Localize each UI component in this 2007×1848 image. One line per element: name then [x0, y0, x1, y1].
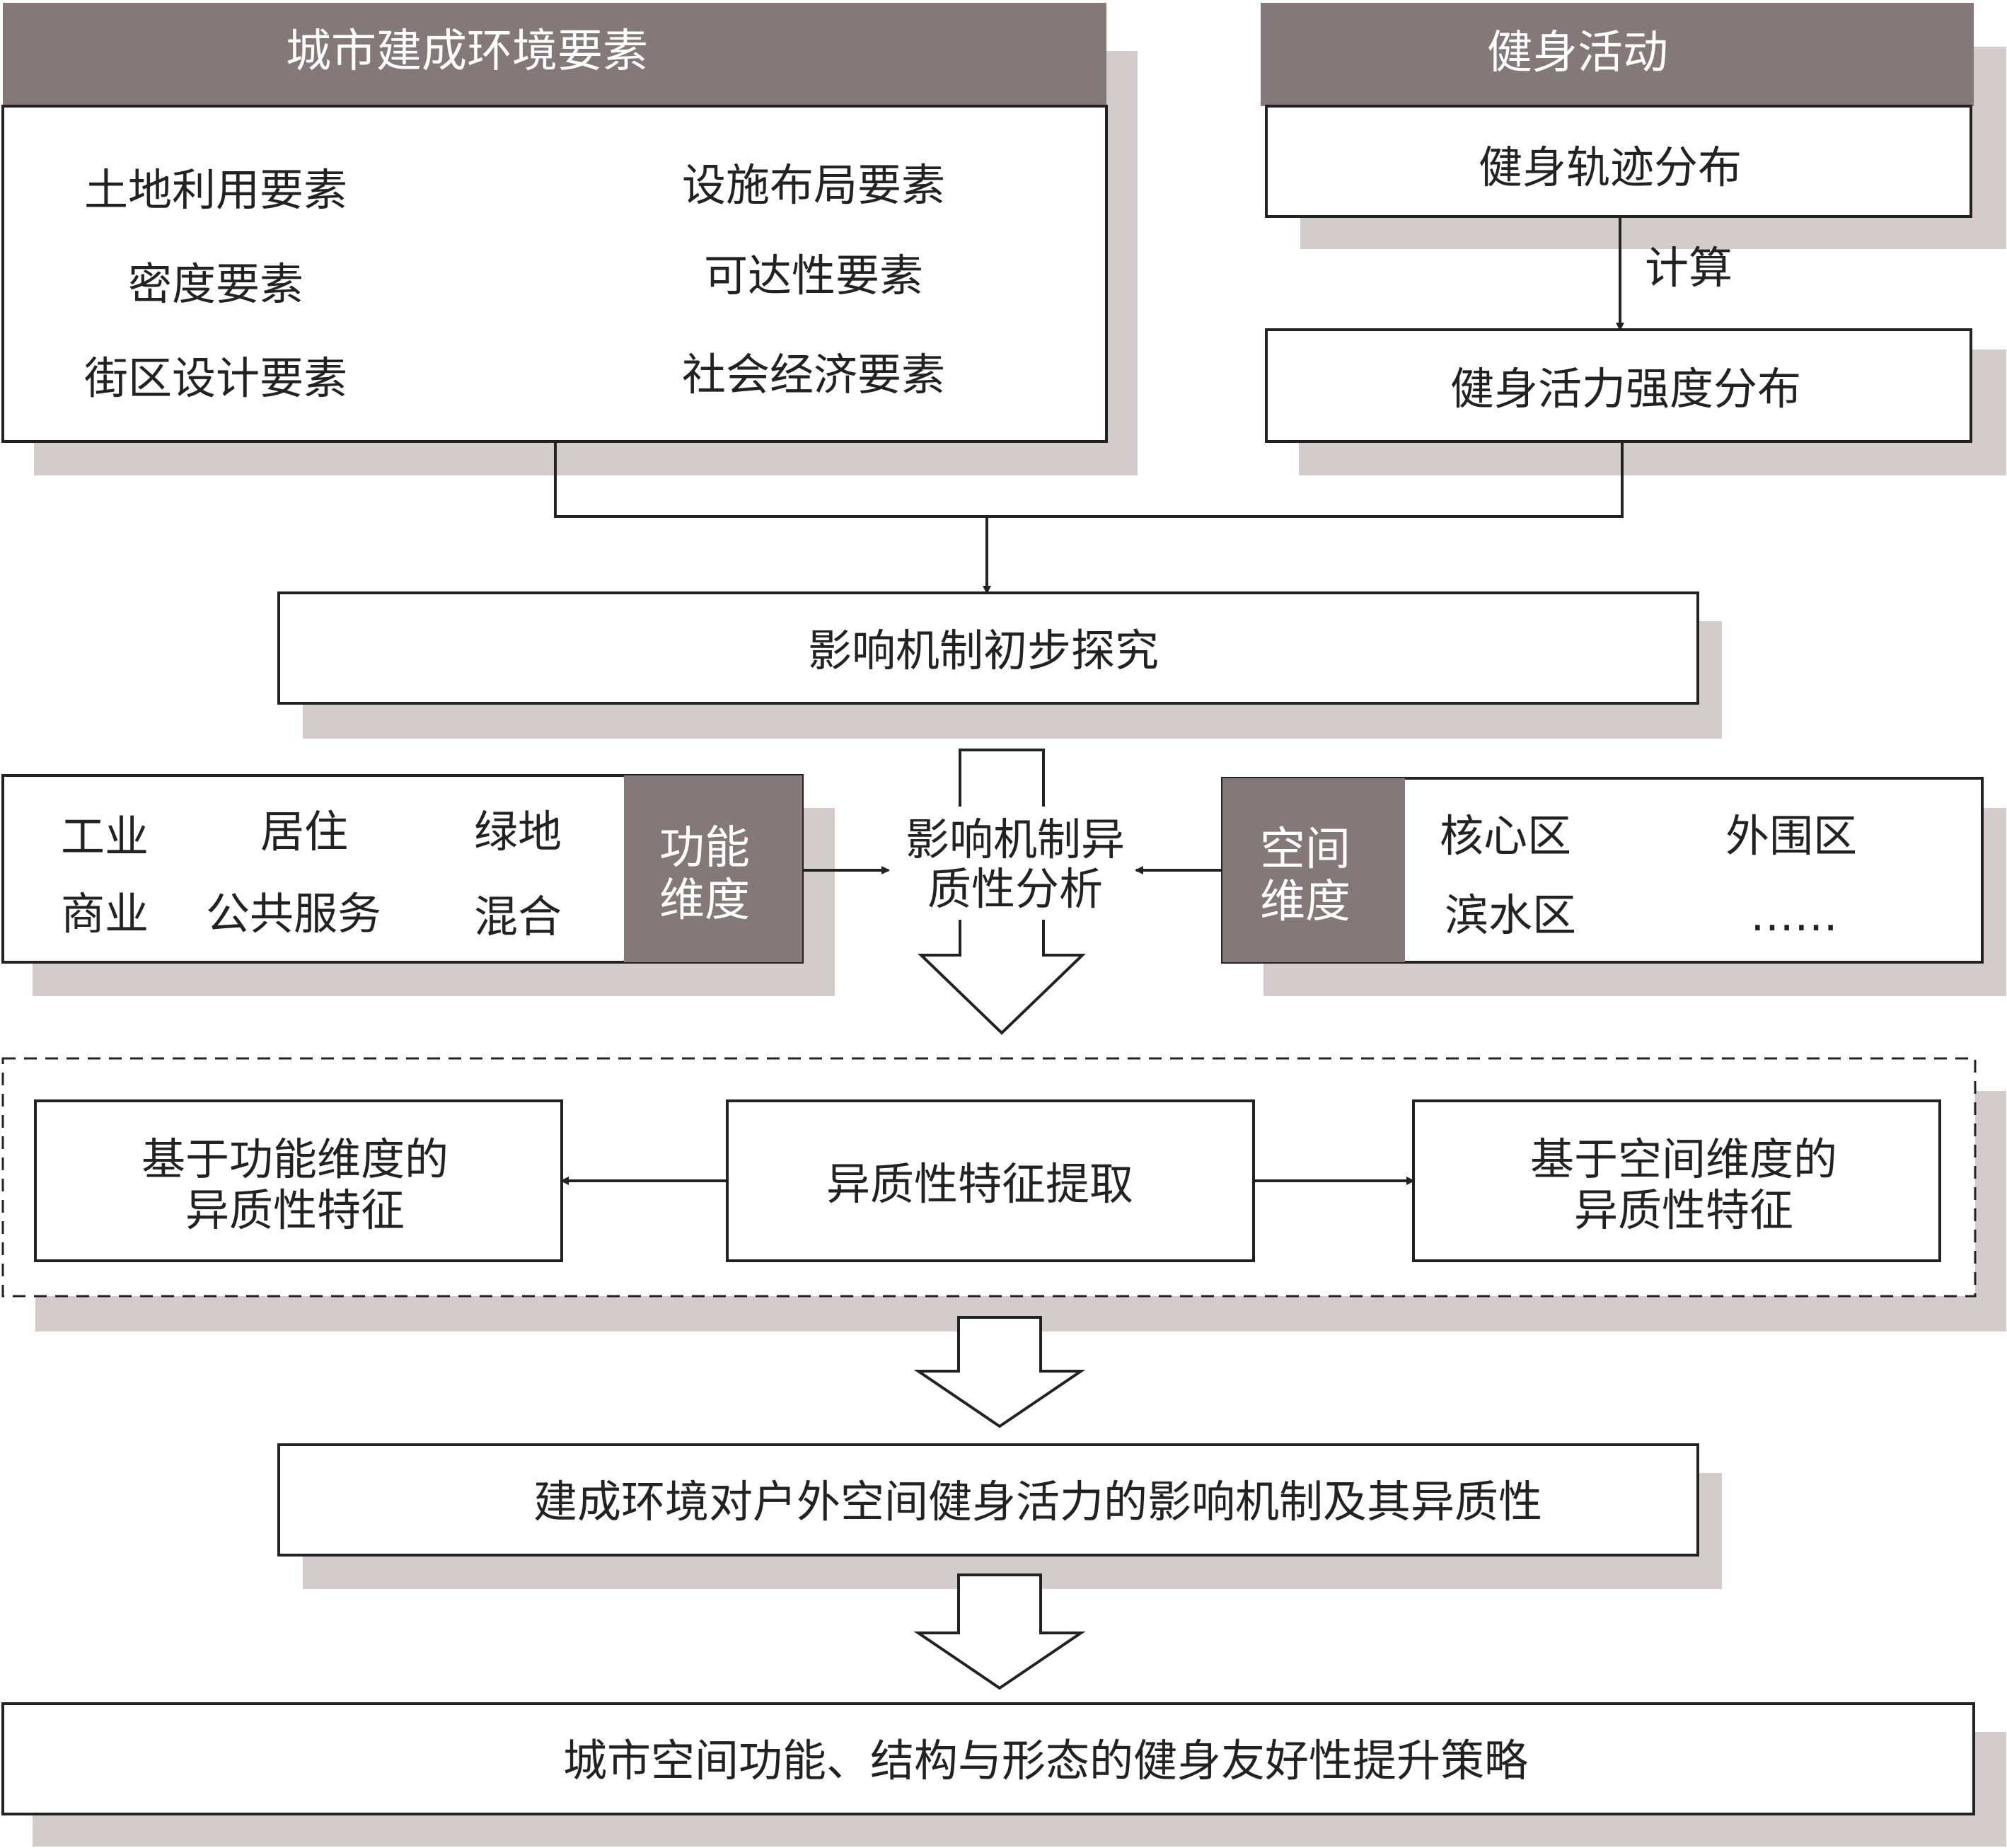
functional-item-industrial: 工业	[61, 811, 149, 862]
heterogeneity-analysis-bg	[891, 807, 1139, 920]
element-block-design: 街区设计要素	[84, 352, 347, 404]
feature-extraction-box	[726, 1099, 1255, 1262]
functional-item-mixed: 混合	[474, 891, 562, 942]
spatial-item-etc: ……	[1750, 889, 1838, 941]
spatial-item-periphery: 外围区	[1725, 810, 1857, 862]
compute-label: 计算	[1645, 242, 1733, 294]
fitness-activity-block: 健身活动 健身轨迹分布 计算 健身活力强度分布	[1261, 3, 2006, 475]
fitness-title: 健身活动	[1487, 27, 1668, 79]
functional-label-bg	[624, 775, 802, 962]
element-facility-layout: 设施布局要素	[682, 159, 945, 211]
built-environment-block: 城市建成环境要素 土地利用要素 设施布局要素 密度要素 可达性要素 街区设计要素…	[1, 3, 1138, 475]
spatial-features-line1: 基于空间维度的	[1530, 1133, 1837, 1185]
functional-item-commercial: 商业	[61, 888, 149, 940]
spatial-dimension-label-line1: 空间	[1260, 824, 1350, 876]
feature-extraction-label: 异质性特征提取	[826, 1158, 1133, 1210]
fitness-trajectory-box	[1265, 105, 1972, 218]
strategy-box	[1, 1702, 1975, 1815]
built-environment-title: 城市建成环境要素	[286, 25, 648, 78]
functional-item-green: 绿地	[474, 806, 562, 857]
functional-features-line2: 异质性特征	[185, 1184, 405, 1236]
preliminary-label: 影响机制初步探究	[808, 625, 1159, 676]
functional-item-residential: 居住	[260, 806, 348, 857]
functional-dimension-block: 工业 居住 绿地 商业 公共服务 混合 功能 维度	[1, 774, 835, 996]
mechanism-box	[277, 1443, 1699, 1557]
spatial-dimension-block: 空间 维度 核心区 外围区 滨水区 ……	[1221, 777, 2006, 996]
heterogeneity-analysis-line1: 影响机制异	[906, 814, 1125, 865]
functional-dimension-label-line1: 功能	[659, 822, 750, 874]
hollow-arrow-to-strategy	[913, 1573, 1086, 1690]
preliminary-box	[277, 591, 1699, 705]
spatial-features-box	[1412, 1099, 1941, 1262]
spatial-features-line2: 异质性特征	[1574, 1184, 1793, 1236]
fitness-intensity-label: 健身活力强度分布	[1450, 363, 1801, 415]
merge-connector	[554, 441, 1624, 518]
element-land-use: 土地利用要素	[84, 164, 347, 216]
functional-item-public-service: 公共服务	[206, 888, 381, 940]
fitness-header	[1261, 3, 1974, 106]
heterogeneity-analysis-line2: 质性分析	[927, 863, 1103, 915]
element-accessibility: 可达性要素	[704, 250, 923, 301]
fitness-trajectory-label: 健身轨迹分布	[1479, 142, 1742, 193]
element-socioeconomic: 社会经济要素	[682, 349, 945, 400]
hollow-arrow-to-mechanism	[913, 1316, 1086, 1428]
fitness-intensity-box	[1265, 328, 1972, 443]
functional-dimension-label-line2: 维度	[659, 874, 750, 927]
strategy-label: 城市空间功能、结构与形态的健身友好性提升策略	[563, 1735, 1528, 1786]
spatial-item-core: 核心区	[1440, 810, 1571, 862]
built-environment-header	[3, 3, 1106, 106]
mechanism-label: 建成环境对户外空间健身活力的影响机制及其异质性	[533, 1476, 1542, 1528]
element-density: 密度要素	[128, 258, 303, 310]
built-environment-body	[1, 105, 1108, 443]
spatial-dimension-label-line2: 维度	[1260, 876, 1350, 928]
spatial-item-waterfront: 滨水区	[1445, 889, 1576, 941]
functional-features-line1: 基于功能维度的	[141, 1133, 449, 1185]
spatial-label-bg	[1222, 778, 1405, 962]
functional-features-box	[34, 1099, 563, 1262]
